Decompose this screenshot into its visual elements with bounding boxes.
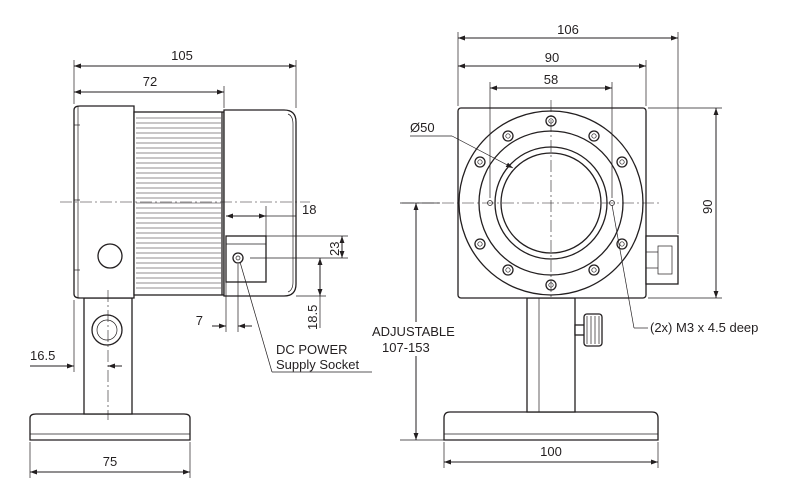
label-dc-power: DC POWER [276,342,348,357]
flange-screw [474,156,486,168]
label-supply-socket: Supply Socket [276,357,359,372]
front-view: 106 90 58 90 Ø50 ADJUSTABLE 107-153 (2x)… [372,22,758,468]
dim-side-post-offset: 16.5 [30,348,55,363]
dim-front-aperture: Ø50 [410,120,435,135]
dim-front-plate-height: 90 [700,200,715,214]
dim-side-body-length: 72 [143,74,157,89]
flange-screw [616,238,628,250]
front-socket-box [645,235,679,285]
dim-side-base-width: 75 [103,454,117,469]
side-heatsink [133,111,225,296]
plate-corner-screw [502,264,514,276]
side-base [29,413,191,441]
side-front-screw [97,243,123,269]
side-view: 105 72 18 23 18.5 7 16.5 [29,48,372,478]
side-post-clamp-knob [91,314,123,346]
flange-screw [616,156,628,168]
dim-front-overall-width: 106 [557,22,579,37]
dc-socket-pin [232,252,244,264]
plate-corner-screw [588,130,600,142]
dc-power-socket [225,235,267,283]
front-base [443,411,659,441]
dim-side-socket-depth: 7 [196,313,203,328]
label-adjustable-range: 107-153 [382,340,430,355]
front-post-clamp-knob [583,313,603,347]
dim-side-overall-length: 105 [171,48,193,63]
dim-front-base-width: 100 [540,444,562,459]
front-post [526,297,576,413]
dim-side-socket-offset: 18 [302,202,316,217]
flange-screw [474,238,486,250]
label-adjustable: ADJUSTABLE [372,324,455,339]
plate-corner-screw [502,130,514,142]
label-tapped-holes: (2x) M3 x 4.5 deep [650,320,758,335]
plate-corner-screw [588,264,600,276]
front-aperture [500,152,602,254]
dim-side-socket-height: 23 [327,242,342,256]
side-heatsink-fins [136,117,221,289]
dim-front-hole-spacing: 58 [544,72,558,87]
dim-front-plate-width: 90 [545,50,559,65]
dim-side-socket-from-bottom: 18.5 [305,305,320,330]
